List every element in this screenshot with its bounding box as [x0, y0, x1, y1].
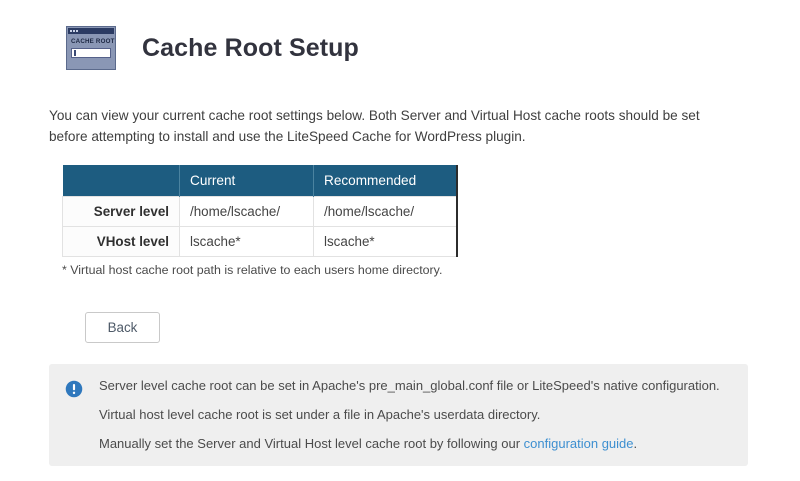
icon-label: CACHE ROOT [71, 38, 115, 45]
page-header: CACHE ROOT Cache Root Setup [0, 0, 800, 70]
info-notice-box: Server level cache root can be set in Ap… [49, 364, 748, 466]
info-line-server-level: Server level cache root can be set in Ap… [99, 378, 720, 393]
cache-root-table-wrapper: Current Recommended Server level /home/l… [62, 165, 458, 257]
server-level-current: /home/lscache/ [179, 196, 314, 227]
row-label-server-level: Server level [62, 196, 180, 227]
cache-root-window-icon: CACHE ROOT [66, 26, 116, 70]
info-notice-lines: Server level cache root can be set in Ap… [99, 378, 730, 452]
icon-titlebar [68, 28, 114, 34]
cache-root-table: Current Recommended Server level /home/l… [62, 165, 458, 257]
back-button[interactable]: Back [85, 312, 160, 343]
configuration-guide-link[interactable]: configuration guide [523, 436, 634, 451]
vhost-level-current: lscache* [179, 226, 314, 257]
info-line-manual-setup: Manually set the Server and Virtual Host… [99, 436, 730, 452]
table-row: VHost level lscache* lscache* [62, 226, 457, 257]
intro-paragraph: You can view your current cache root set… [49, 108, 700, 144]
vhost-level-recommended: lscache* [313, 226, 457, 257]
row-label-vhost-level: VHost level [62, 226, 180, 257]
table-header-recommended: Recommended [313, 165, 457, 197]
info-line-vhost-level: Virtual host level cache root is set und… [99, 407, 541, 422]
table-row: Server level /home/lscache/ /home/lscach… [62, 196, 457, 227]
table-footnote: * Virtual host cache root path is relati… [62, 263, 443, 277]
icon-input-field [71, 48, 111, 58]
table-header-blank [62, 165, 180, 197]
info-line-manual-prefix: Manually set the Server and Virtual Host… [99, 436, 524, 451]
server-level-recommended: /home/lscache/ [313, 196, 457, 227]
page-title: Cache Root Setup [142, 33, 359, 62]
table-header-current: Current [179, 165, 314, 197]
button-row: Back [85, 312, 800, 343]
table-header-row: Current Recommended [62, 165, 457, 197]
info-line-manual-suffix: . [633, 436, 638, 451]
icon-body: CACHE ROOT [68, 34, 114, 62]
exclamation-circle-icon [65, 380, 83, 398]
